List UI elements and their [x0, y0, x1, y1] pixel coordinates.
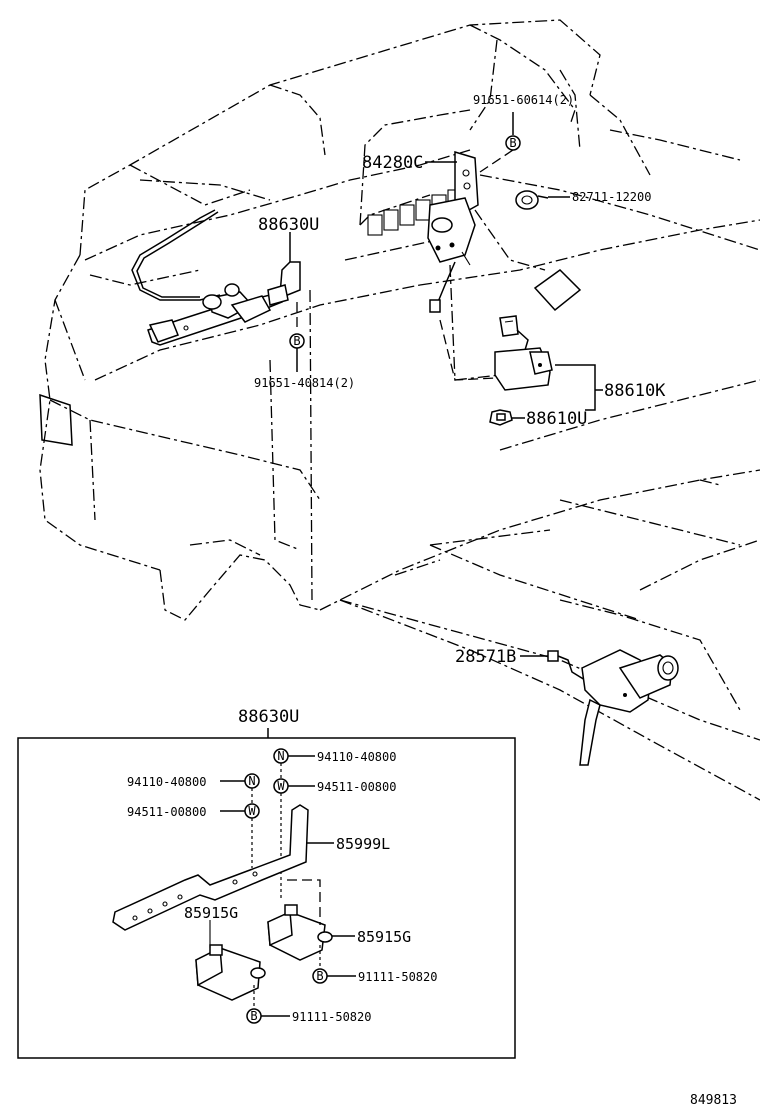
relay-85915g-left: [195, 920, 266, 1001]
callout-28571b: 28571B: [455, 647, 516, 667]
callout-84280c: 84280C: [362, 153, 423, 173]
bulb-88610u: [489, 409, 513, 426]
inset-title: 88630U: [238, 707, 299, 727]
relay-85915g-right: [267, 879, 333, 961]
leader-88610k-bracket: [555, 364, 596, 411]
callout-88630u-main: 88630U: [258, 215, 319, 235]
nut-symbol-text: N: [248, 774, 255, 788]
bolt-symbol-text: B: [509, 136, 516, 150]
bolt-symbol-upper: B: [479, 112, 521, 173]
callout-82711-12200: 82711-12200: [572, 190, 651, 204]
bracket-84280c: [427, 150, 479, 313]
callout-91651-40814: 91651-40814(2): [254, 376, 355, 390]
relay-assembly-88630u: [131, 209, 301, 346]
washer-symbol-text: W: [248, 804, 256, 818]
inset-callout-85999l: 85999L: [336, 835, 390, 853]
inset-callout-washer-left: 94511-00800: [127, 805, 206, 819]
inset-callout-85915g-right: 85915G: [357, 928, 411, 946]
callout-88610k: 88610K: [604, 381, 666, 401]
switch-88610k: [494, 315, 553, 391]
callout-88610u: 88610U: [526, 409, 587, 429]
inset-callout-91111-left: 91111-50820: [292, 1010, 371, 1024]
bolt-symbol-text: B: [316, 969, 323, 983]
inset-callout-nut-left: 94110-40800: [127, 775, 206, 789]
callout-91651-60614: 91651-60614(2): [473, 93, 574, 107]
motor-28571b: [547, 649, 679, 766]
inset-callout-nut-right: 94110-40800: [317, 750, 396, 764]
washer-symbol-text: W: [277, 779, 285, 793]
bolt-symbol-text: B: [250, 1009, 257, 1023]
switch-dash-link: [439, 319, 496, 381]
diagram-id: 849813: [690, 1093, 737, 1108]
inset-callout-washer-right: 94511-00800: [317, 780, 396, 794]
bracket-85999l: [112, 804, 309, 931]
inset-88630u: 88630U N W N W: [17, 707, 516, 1059]
inset-callout-85915g-left: 85915G: [184, 904, 238, 922]
clamp-82711: [515, 190, 549, 210]
dash-switch-plate: [533, 269, 582, 312]
bolt-symbol-mid: B: [289, 302, 305, 372]
bolt-symbol-text: B: [293, 334, 300, 348]
inset-callout-91111-right: 91111-50820: [358, 970, 437, 984]
nut-symbol-text: N: [277, 749, 284, 763]
